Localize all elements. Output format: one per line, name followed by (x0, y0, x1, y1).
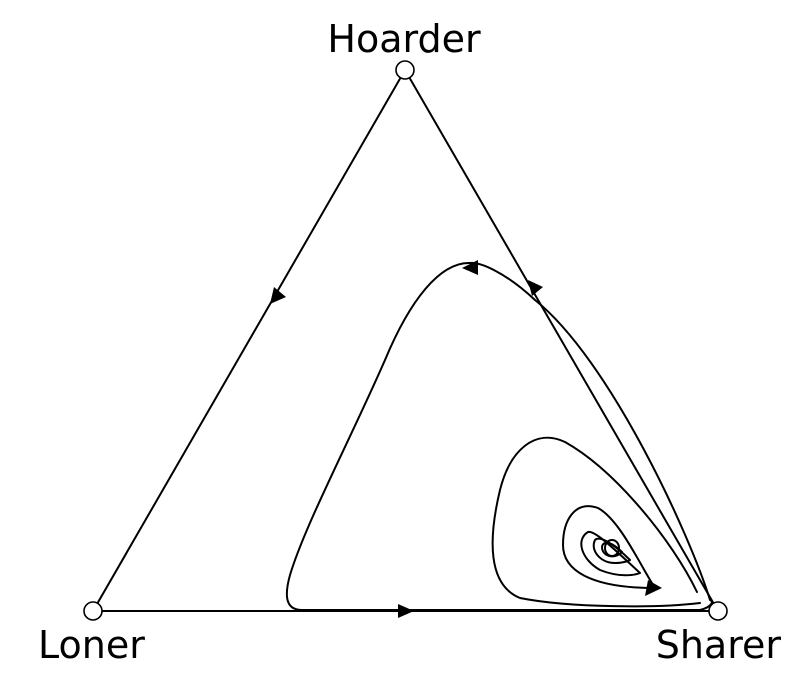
arrowhead-orbit-inner (645, 580, 662, 596)
orbit-spiral-2 (580, 530, 641, 577)
orbit-outer (285, 261, 713, 611)
orbit-spiral-1 (562, 505, 656, 589)
arrowhead-orbit-outer (462, 260, 478, 275)
orbit-middle (491, 436, 701, 608)
arrowhead-edge-sharer-hoarder (528, 280, 543, 296)
arrowhead-edge-loner-sharer (398, 604, 414, 618)
arrowhead-edge-hoarder-loner (270, 287, 286, 304)
edge-hoarder-loner (92, 69, 406, 612)
vertex-label-sharer: Sharer (656, 623, 782, 667)
vertex-circle-hoarder (395, 60, 415, 80)
edge-sharer-hoarder (404, 69, 719, 612)
vertex-label-hoarder: Hoarder (327, 17, 481, 61)
orbit-spiral-center (604, 539, 620, 557)
vertex-circle-loner (83, 601, 103, 621)
vertex-label-loner: Loner (38, 623, 145, 667)
vertex-circle-sharer (708, 601, 728, 621)
